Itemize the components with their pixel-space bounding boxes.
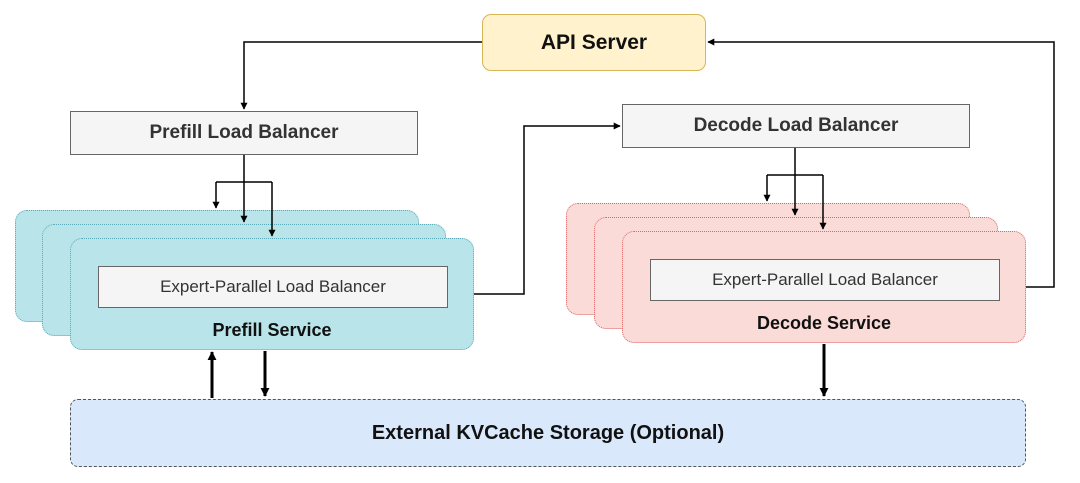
prefill-expert-parallel-load-balancer: Expert-Parallel Load Balancer [98, 266, 448, 308]
prefill-load-balancer-node: Prefill Load Balancer [70, 111, 418, 155]
external-kvcache-storage-node: External KVCache Storage (Optional) [70, 399, 1026, 467]
prefill-service-card-front: Expert-Parallel Load Balancer Prefill Se… [70, 238, 474, 350]
prefill-service-label: Prefill Service [212, 320, 332, 340]
api-server-node: API Server [482, 14, 706, 71]
api-to-prefill-lb-arrow [240, 41, 482, 110]
decode-service-label: Decode Service [756, 313, 892, 333]
decode-load-balancer-node: Decode Load Balancer [622, 104, 970, 148]
decode-expert-parallel-load-balancer: Expert-Parallel Load Balancer [650, 259, 1000, 301]
decode-service-card-front: Expert-Parallel Load Balancer Decode Ser… [622, 231, 1026, 343]
